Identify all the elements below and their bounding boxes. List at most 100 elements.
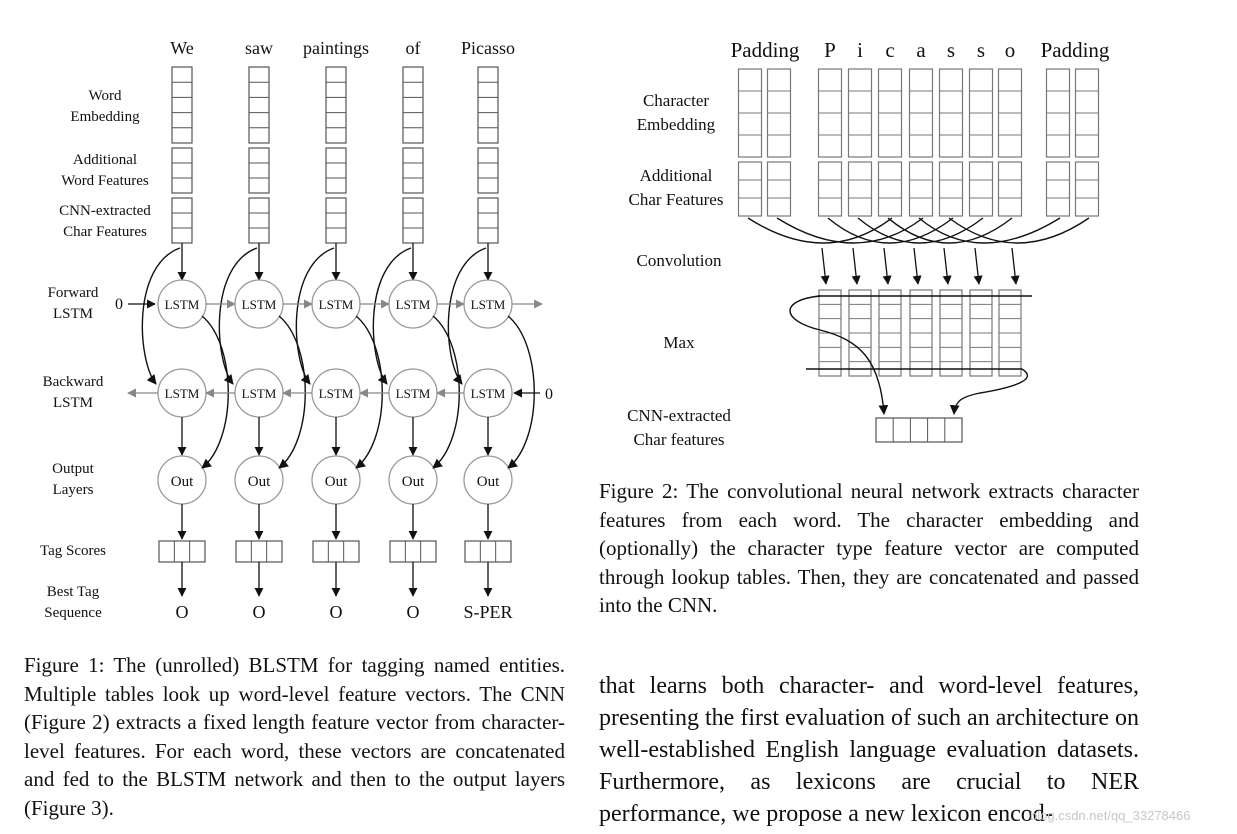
best-tag: O xyxy=(407,602,420,622)
convolution-feature-map-column xyxy=(969,289,993,377)
convolution-feature-map-column xyxy=(878,289,902,377)
convolution-output-arrow xyxy=(973,247,983,285)
label-cnn-char-features: Char Features xyxy=(63,224,147,240)
token-character: c xyxy=(885,38,894,62)
input-to-backward-lstm-curve xyxy=(447,247,487,385)
additional-char-feature-vector xyxy=(817,161,843,217)
body-paragraph: that learns both character- and word-lev… xyxy=(599,673,1139,827)
character-embedding-vector xyxy=(1074,68,1100,158)
cnn-char-feature-vector xyxy=(171,197,193,244)
forward-init-zero: 0 xyxy=(115,296,123,313)
token-character: a xyxy=(916,38,926,62)
max-pool-curve-left xyxy=(789,295,889,415)
additional-char-feature-vector-frame xyxy=(997,161,1023,217)
output-node-label: Out xyxy=(402,474,425,490)
forward-to-output-curve xyxy=(507,315,535,469)
token-character: P xyxy=(824,38,836,62)
convolution-window-arc xyxy=(857,217,984,244)
word-embedding-vector xyxy=(325,66,347,144)
output-node-label: Out xyxy=(477,474,500,490)
token-character: o xyxy=(1005,38,1016,62)
output-node-label: Out xyxy=(325,474,348,490)
word-embedding-vector xyxy=(171,66,193,144)
additional-word-feature-vector xyxy=(325,147,347,194)
cnn-char-feature-vector-frame xyxy=(477,197,499,244)
additional-char-feature-vector xyxy=(938,161,964,217)
cnn-char-feature-vector xyxy=(248,197,270,244)
word-embedding-vector-frame xyxy=(402,66,424,144)
convolution-feature-map-column xyxy=(848,289,872,377)
cnn-char-feature-vector-frame xyxy=(171,197,193,244)
cnn-char-feature-vector-frame xyxy=(248,197,270,244)
additional-char-feature-vector xyxy=(908,161,934,217)
cnn-char-feature-vector xyxy=(402,197,424,244)
best-tag: O xyxy=(253,602,266,622)
convolution-feature-map-column xyxy=(939,289,963,377)
tag-score-vector-frame xyxy=(464,540,512,563)
tag-score-vector xyxy=(389,540,437,563)
character-embedding-vector xyxy=(1045,68,1071,158)
word-token: of xyxy=(406,38,421,58)
label-output-layers: Layers xyxy=(53,482,94,498)
label-additional-word-features: Additional xyxy=(73,152,137,168)
best-tag: O xyxy=(176,602,189,622)
forward-lstm-label: LSTM xyxy=(242,297,277,312)
word-token: Picasso xyxy=(461,38,515,58)
additional-char-feature-vector-frame xyxy=(847,161,873,217)
additional-char-feature-vector-frame xyxy=(908,161,934,217)
label-backward-lstm: LSTM xyxy=(53,395,93,411)
convolution-output-arrow xyxy=(942,247,952,285)
character-embedding-vector xyxy=(938,68,964,158)
additional-word-feature-vector-frame xyxy=(248,147,270,194)
additional-char-feature-vector xyxy=(766,161,792,217)
token-padding-right: Padding xyxy=(1041,38,1110,62)
backward-lstm-label: LSTM xyxy=(471,386,506,401)
label-character-embedding: Embedding xyxy=(637,115,716,134)
character-embedding-vector xyxy=(908,68,934,158)
watermark: blog.csdn.net/qq_33278466 xyxy=(1030,808,1191,823)
forward-lstm-label: LSTM xyxy=(319,297,354,312)
additional-char-feature-vector-frame xyxy=(766,161,792,217)
additional-word-feature-vector-frame xyxy=(477,147,499,194)
character-embedding-vector xyxy=(847,68,873,158)
additional-char-feature-vector-frame xyxy=(1045,161,1071,217)
word-embedding-vector-frame xyxy=(477,66,499,144)
convolution-window-arc xyxy=(776,217,924,244)
label-additional-char-features: Char Features xyxy=(629,190,724,209)
tag-score-vector xyxy=(464,540,512,563)
cnn-char-feature-vector-frame xyxy=(325,197,347,244)
word-token: paintings xyxy=(303,38,369,58)
additional-word-feature-vector xyxy=(402,147,424,194)
additional-char-feature-vector xyxy=(968,161,994,217)
cnn-extracted-char-feature-vector xyxy=(875,417,963,443)
tag-score-vector xyxy=(312,540,360,563)
cnn-extracted-char-feature-vector-frame xyxy=(875,417,963,443)
additional-char-feature-vector xyxy=(737,161,763,217)
input-to-backward-lstm-curve xyxy=(372,247,412,385)
character-embedding-vector xyxy=(817,68,843,158)
label-convolution: Convolution xyxy=(636,251,722,270)
figure-1-caption: Figure 1: The (unrolled) BLSTM for taggi… xyxy=(24,653,565,820)
convolution-output-arrow xyxy=(882,247,892,285)
label-character-embedding: Character xyxy=(643,91,709,110)
additional-char-feature-vector-frame xyxy=(938,161,964,217)
word-token: saw xyxy=(245,38,273,58)
tag-score-vector xyxy=(235,540,283,563)
additional-char-feature-vector xyxy=(1045,161,1071,217)
convolution-window-arc xyxy=(747,217,893,244)
word-token: We xyxy=(170,38,194,58)
additional-char-feature-vector-frame xyxy=(817,161,843,217)
word-embedding-vector xyxy=(477,66,499,144)
best-tag: O xyxy=(330,602,343,622)
label-additional-char-features: Additional xyxy=(640,166,713,185)
character-embedding-vector xyxy=(997,68,1023,158)
figure-2-caption: Figure 2: The convolutional neural netwo… xyxy=(599,479,1139,618)
convolution-window-arc xyxy=(948,217,1090,244)
backward-lstm-label: LSTM xyxy=(165,386,200,401)
character-embedding-vector xyxy=(968,68,994,158)
input-to-backward-lstm-curve xyxy=(295,247,335,385)
backward-init-zero: 0 xyxy=(545,386,553,403)
token-padding-left: Padding xyxy=(731,38,800,62)
label-forward-lstm: LSTM xyxy=(53,306,93,322)
